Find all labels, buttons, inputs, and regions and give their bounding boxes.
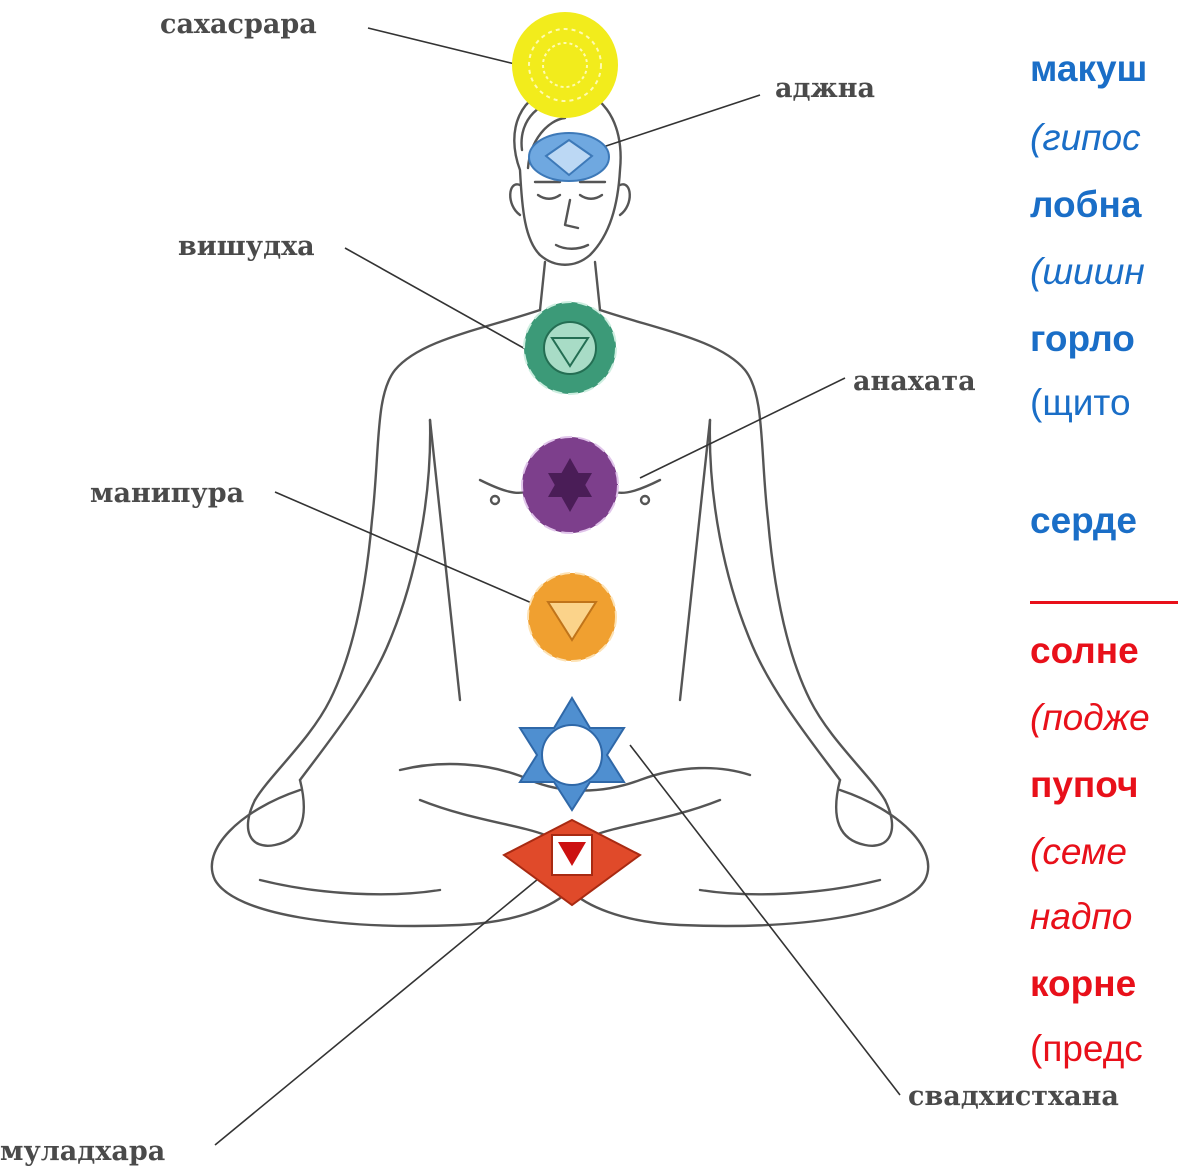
text-heart: серде — [1030, 500, 1137, 542]
nose — [565, 200, 578, 228]
left-hand — [248, 780, 304, 846]
leader-ajna — [600, 95, 760, 148]
text-frontal: лобна — [1030, 184, 1141, 226]
chakra-sahasrara — [512, 12, 618, 118]
svadhisthana-center — [542, 725, 602, 785]
divider-line — [1030, 601, 1178, 604]
label-ajna: аджна — [775, 73, 875, 104]
label-sahasrara: сахасрара — [160, 9, 317, 40]
leader-muladhara — [215, 865, 555, 1145]
chakra-svadhisthana — [520, 698, 624, 810]
text-throat: горло — [1030, 318, 1135, 360]
torso-left — [430, 420, 460, 700]
leader-anahata — [640, 378, 845, 478]
label-manipura: манипура — [90, 478, 244, 509]
chest-mark — [641, 496, 649, 504]
text-root-gland: (предс — [1030, 1028, 1143, 1070]
right-arm-inner — [710, 420, 840, 780]
text-crown: макуш — [1030, 48, 1147, 90]
mouth — [556, 245, 588, 249]
chakra-anahata — [522, 437, 618, 533]
ear-right — [620, 184, 630, 215]
chakra-vishuddha — [524, 302, 616, 394]
chakra-ajna — [529, 133, 609, 181]
text-solar-gland: (подже — [1030, 697, 1150, 739]
chakra-manipura — [528, 573, 616, 661]
label-svadhisthana: свадхистхана — [908, 1081, 1119, 1112]
right-arm-outer — [600, 310, 885, 800]
right-hand — [836, 780, 892, 846]
leader-vishuddha — [345, 248, 545, 360]
label-muladhara: муладхара — [0, 1136, 165, 1167]
sahasrara-disc — [512, 12, 618, 118]
text-crown-gland: (гипос — [1030, 117, 1141, 159]
text-root: корне — [1030, 963, 1136, 1005]
torso-right — [680, 420, 710, 700]
text-navel: пупоч — [1030, 764, 1138, 806]
text-navel-gland: (семе — [1030, 831, 1127, 873]
closed-eyes — [538, 195, 602, 199]
left-arm-inner — [300, 420, 430, 780]
leader-manipura — [275, 492, 548, 610]
text-solar: солне — [1030, 630, 1139, 672]
ear-left — [510, 184, 520, 215]
left-arm-outer — [255, 310, 540, 800]
label-vishuddha: вишудха — [178, 231, 315, 262]
chest-mark — [491, 496, 499, 504]
text-frontal-gland: (шишн — [1030, 251, 1145, 293]
text-navel-gland-2: надпо — [1030, 896, 1132, 938]
chakra-muladhara — [504, 820, 640, 905]
label-anahata: анахата — [853, 366, 976, 397]
text-throat-gland: (щито — [1030, 382, 1131, 424]
